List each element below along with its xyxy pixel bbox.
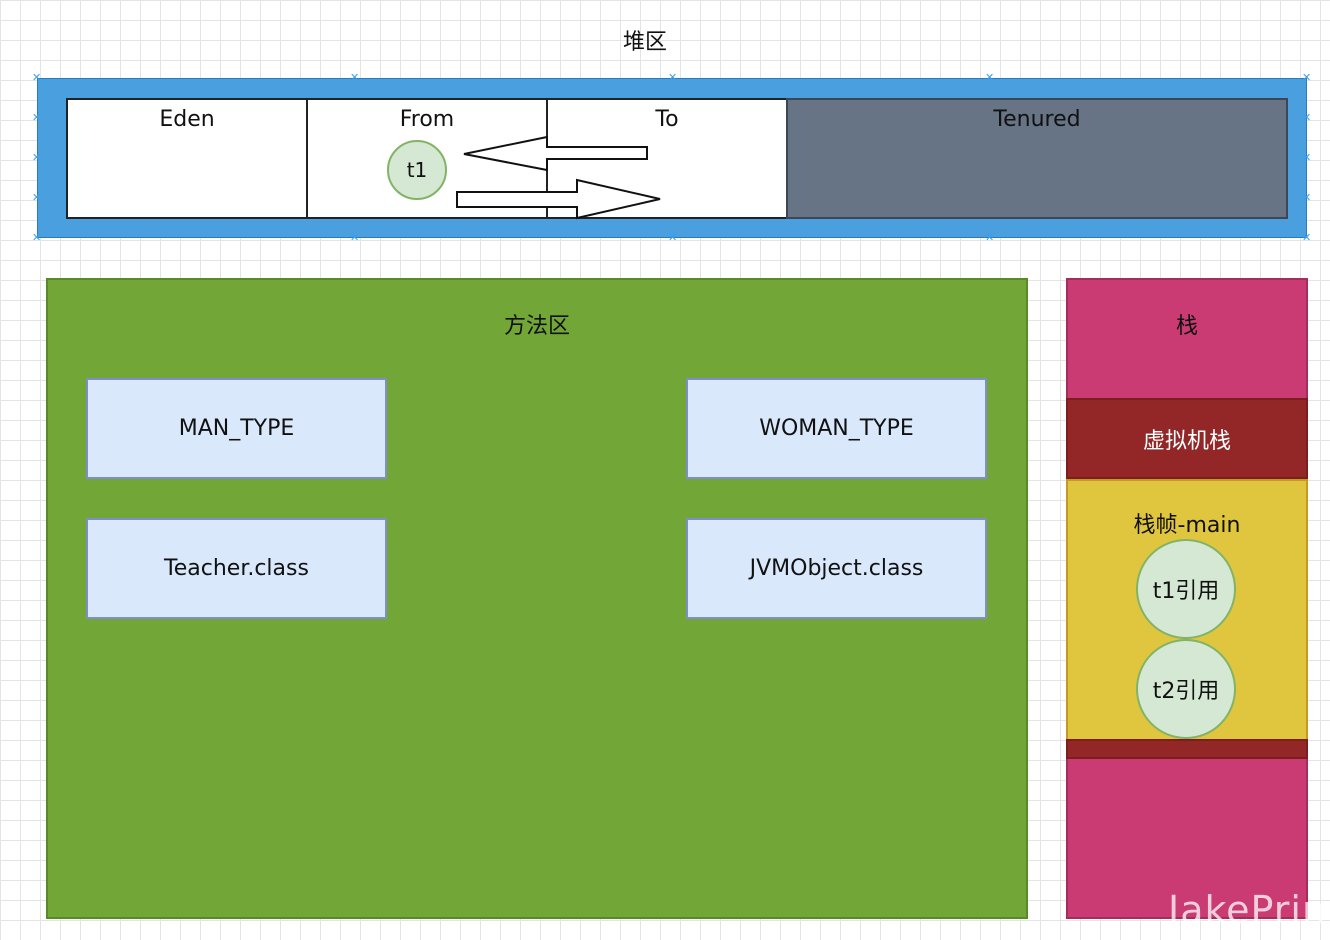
- right-arrow: [456, 178, 661, 220]
- resize-handle[interactable]: ✕: [1302, 111, 1312, 124]
- resize-handle[interactable]: ✕: [1302, 71, 1312, 84]
- stack-title: 栈: [1175, 314, 1198, 339]
- left-arrow: [463, 135, 648, 172]
- resize-handle[interactable]: ✕: [350, 231, 360, 244]
- resize-handle[interactable]: ✕: [32, 191, 42, 204]
- resize-handle[interactable]: ✕: [350, 71, 360, 84]
- resize-handle[interactable]: ✕: [32, 111, 42, 124]
- class-box-jvmobject[interactable]: JVMObject.class: [686, 518, 987, 619]
- eden-region[interactable]: Eden: [66, 98, 308, 219]
- class-box-woman-type[interactable]: WOMAN_TYPE: [686, 378, 987, 479]
- resize-handle[interactable]: ✕: [32, 231, 42, 244]
- resize-handle[interactable]: ✕: [668, 71, 678, 84]
- resize-handle[interactable]: ✕: [985, 71, 995, 84]
- vm-stack-bottom: [1066, 739, 1308, 759]
- class-box-man-type[interactable]: MAN_TYPE: [86, 378, 387, 479]
- resize-handle[interactable]: ✕: [32, 151, 42, 164]
- watermark: JakePrim: [1168, 888, 1330, 932]
- to-label: To: [655, 107, 679, 132]
- object-t1[interactable]: t1: [387, 140, 447, 200]
- from-label: From: [399, 107, 455, 132]
- tenured-region[interactable]: Tenured: [786, 98, 1288, 219]
- class-box-teacher[interactable]: Teacher.class: [86, 518, 387, 619]
- tenured-label: Tenured: [993, 107, 1081, 132]
- resize-handle[interactable]: ✕: [1302, 151, 1312, 164]
- method-area-title: 方法区: [503, 314, 570, 339]
- resize-handle[interactable]: ✕: [32, 71, 42, 84]
- ref-t2[interactable]: t2引用: [1136, 639, 1236, 739]
- stack-frame-title: 栈帧-main: [1133, 513, 1241, 538]
- eden-label: Eden: [159, 107, 215, 132]
- ref-t1[interactable]: t1引用: [1136, 539, 1236, 639]
- resize-handle[interactable]: ✕: [668, 231, 678, 244]
- resize-handle[interactable]: ✕: [1302, 191, 1312, 204]
- resize-handle[interactable]: ✕: [985, 231, 995, 244]
- heap-title: 堆区: [622, 30, 667, 55]
- vm-stack[interactable]: 虚拟机栈: [1066, 398, 1308, 479]
- resize-handle[interactable]: ✕: [1302, 231, 1312, 244]
